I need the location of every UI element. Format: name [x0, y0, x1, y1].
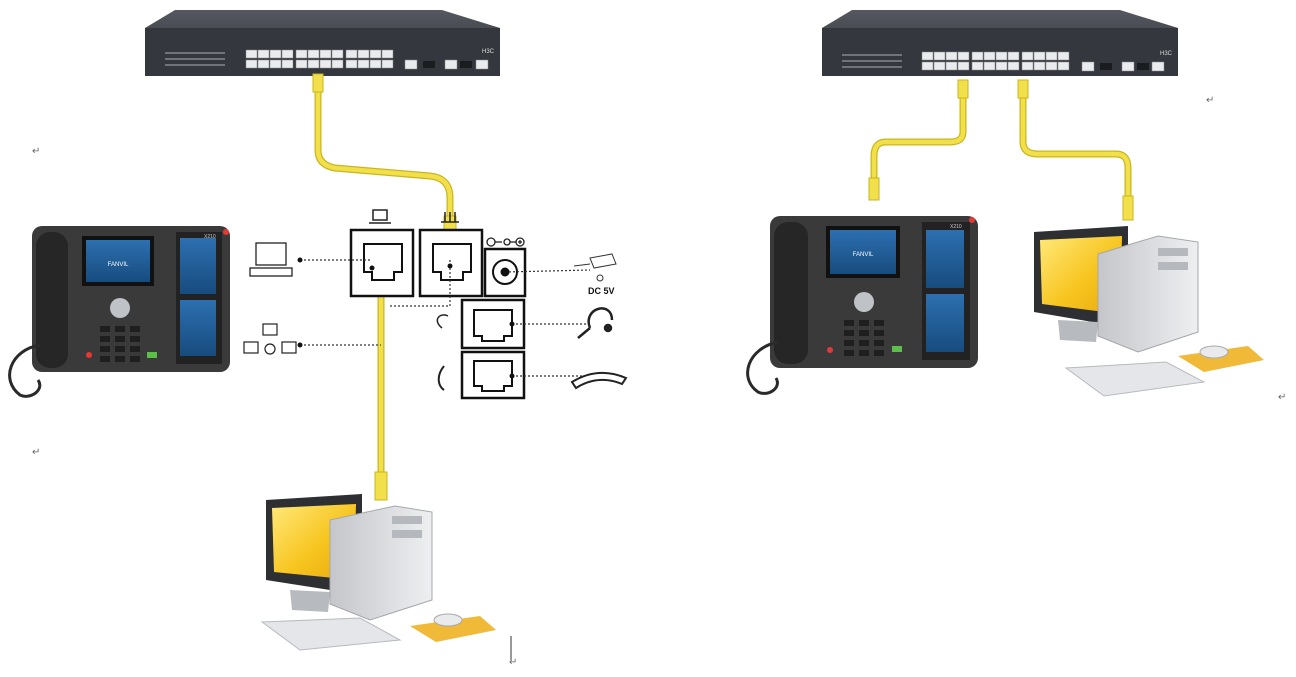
handset-port: [460, 350, 526, 400]
right-desktop-pc: [1034, 226, 1264, 397]
left-phone-model: X210: [204, 234, 216, 240]
handset-icon: [570, 371, 628, 390]
right-phone-screen-brand: FANVIL: [853, 252, 874, 258]
pc-port: [349, 228, 415, 298]
handset-port-icon: [437, 365, 445, 391]
paragraph-mark: ↵: [1278, 392, 1287, 403]
right-cable-switch-to-phone: [870, 84, 967, 196]
paragraph-mark: ↵: [509, 657, 518, 668]
left-rj45-plug-pc: [374, 471, 388, 501]
right-rj45-plug-switch-1: [957, 79, 969, 99]
dc-polarity-icon: [486, 237, 525, 247]
network-icon: [243, 323, 297, 355]
lan-port: [418, 228, 484, 298]
left-switch-brand: H3C: [482, 49, 495, 55]
right-phone-model: X210: [950, 224, 962, 230]
port-diagram: [349, 228, 527, 400]
right-switch-brand: H3C: [1160, 51, 1173, 57]
headset-port-icon: [436, 314, 449, 329]
right-cable-switch-to-pc: [1019, 84, 1132, 216]
computer-icon: [249, 242, 293, 277]
left-desktop-pc: [260, 494, 496, 651]
right-rj45-plug-phone: [868, 177, 880, 201]
right-network-switch: H3C: [822, 10, 1178, 76]
right-ip-phone: FANVIL X210: [746, 216, 978, 395]
left-network-switch: H3C: [145, 10, 500, 76]
pc-port-icon: [369, 209, 391, 224]
right-rj45-plug-switch-2: [1017, 79, 1029, 99]
port-diagram-leaders: [300, 259, 591, 377]
power-adapter-icon: [573, 253, 617, 282]
left-phone-screen-brand: FANVIL: [108, 262, 129, 268]
headset-port: [460, 298, 526, 350]
power-spec-label: DC 5V: [588, 286, 615, 296]
left-ip-phone: FANVIL X210: [8, 226, 230, 398]
left-rj45-plug-switch: [312, 73, 324, 93]
paragraph-mark: ↵: [32, 146, 41, 157]
right-rj45-plug-pc: [1122, 195, 1134, 221]
headset-icon: [577, 307, 614, 339]
left-cable-switch-to-phone: [314, 81, 454, 229]
paragraph-mark: ↵: [1206, 95, 1215, 106]
lan-port-icon: [441, 212, 459, 223]
paragraph-mark: ↵: [32, 447, 41, 458]
